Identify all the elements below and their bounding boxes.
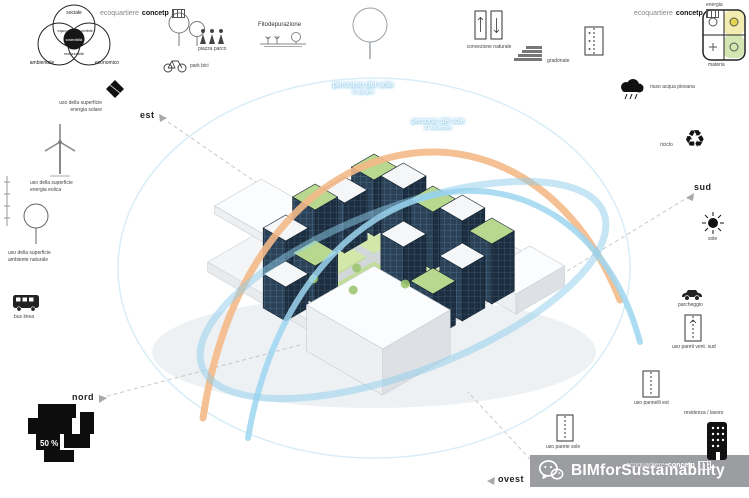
sustainability-venn-diagram: sociale equo vivibile sostenibilità real… xyxy=(30,4,119,66)
residence-tower-icon xyxy=(707,422,727,460)
sun-wall-label: uso parete sole xyxy=(546,444,581,450)
bus-label: bus linea xyxy=(14,314,35,320)
venn-center-disc xyxy=(63,28,85,50)
venn-label-realizzabile: realizzabile xyxy=(64,51,85,56)
bus-icon xyxy=(13,295,39,312)
sun-path-december-label: percorso del sole 21 dicembre xyxy=(398,118,478,131)
compass-ovest-arrow xyxy=(487,477,495,485)
rain-cloud-icon xyxy=(621,79,644,100)
venn-label-ambientale: ambientale xyxy=(30,60,55,66)
park-bici-label: park bici xyxy=(190,63,209,69)
tag-light-text: ecoquartiere xyxy=(634,10,673,17)
compass-sud-arrow xyxy=(686,193,694,201)
section-ruler-icon xyxy=(4,176,10,226)
venn-label-economico: economico xyxy=(95,60,119,66)
east-panels-label: uso pannelli est xyxy=(634,400,669,406)
residenza-lavoro-label: residenza / lavoro xyxy=(684,410,724,416)
sun-path-december-date: 21 dicembre xyxy=(424,125,452,131)
tag-box-icon xyxy=(697,461,711,470)
bicycle-icon xyxy=(163,60,187,73)
watermark-text: BIMforSustainability xyxy=(571,462,725,479)
building-cluster xyxy=(207,153,566,396)
piazza-parco-label: piazza parco xyxy=(198,46,227,52)
white-slab-building xyxy=(305,265,451,396)
gradonate-label: gradonate xyxy=(547,58,570,64)
large-tree-icon xyxy=(352,7,388,59)
energy-matrix-sub-label: materia xyxy=(708,62,725,68)
courtyard-tree xyxy=(348,285,358,295)
riciclo-label: riciclo xyxy=(660,142,673,148)
compass-nord-label: nord xyxy=(72,392,94,402)
wind-turbine-icon xyxy=(44,124,76,177)
venn-label-vivibile: vivibile xyxy=(81,28,94,33)
sun-path-june-arc xyxy=(199,148,624,422)
tag-box-icon xyxy=(705,9,719,18)
wetland-icon xyxy=(260,32,306,47)
compass-est-label: est xyxy=(140,110,155,120)
surface-label-line1: uso della superficie xyxy=(8,250,51,256)
courtyard-tree xyxy=(400,279,410,289)
sun-path-june-title: percorso del sole xyxy=(332,80,394,89)
sole-label: sole xyxy=(708,236,718,242)
energy-matrix-icon xyxy=(702,9,746,61)
sun-wall-icon xyxy=(556,414,574,442)
sun-path-arcs xyxy=(196,148,643,441)
recycle-icon: ♻ xyxy=(684,126,706,153)
folded-surface-icon xyxy=(106,80,124,98)
venn-label-sostenibilita: sostenibilità xyxy=(66,38,83,42)
solar-wall-icon xyxy=(584,26,604,56)
tree-circle-icon xyxy=(23,203,49,244)
compass-nord-arrow xyxy=(99,395,107,403)
sun-path-december-title: percorso del sole xyxy=(411,118,465,125)
axonometric-scene xyxy=(117,77,643,459)
tag-light-text: ecoquartiere xyxy=(626,462,665,469)
venn-label-equo: equo xyxy=(58,28,68,33)
surface-nature-label: uso della superficie ambiente naturale xyxy=(8,250,66,263)
sun-path-june-label: percorso del sole 21 giugno xyxy=(318,80,408,95)
facade-study-icon: 50 % xyxy=(28,404,94,462)
courtyard-tree xyxy=(352,263,362,273)
sun-path-june-date: 21 giugno xyxy=(352,89,374,95)
compass-sud-label: sud xyxy=(694,182,712,192)
ventilated-wall-icon xyxy=(684,314,702,342)
people-icon xyxy=(200,29,224,44)
compass-ovest-label: ovest xyxy=(498,474,525,484)
natural-convection-icon xyxy=(474,10,503,40)
fitodepurazione-label: Fitodepurazione xyxy=(258,22,302,28)
tag-bold-text: concetp xyxy=(141,10,169,17)
surface-solar-label: uso della superficie energia solare xyxy=(50,100,102,113)
orbit-ring xyxy=(196,177,610,403)
compass-est-arrow xyxy=(159,114,167,122)
surface-wind-line2: energia eolica xyxy=(30,186,62,193)
tag-light-text: ecoquartiere xyxy=(100,10,139,17)
ventilated-wall-label: uso pareti vent. sud xyxy=(672,344,716,350)
surface-label-line1: uso della superficie xyxy=(30,180,73,186)
convezione-naturale-label: convezione naturale xyxy=(466,44,512,50)
tag-bold-text: concetp xyxy=(667,462,695,469)
tag-bold-text: concetp xyxy=(675,10,703,17)
parcheggio-label: parcheggio xyxy=(678,302,703,308)
surface-wind-label: uso della superficie energia eolica xyxy=(30,180,86,193)
surface-solar-line2: energia solare xyxy=(70,106,102,113)
facade-percent-label: 50 % xyxy=(40,439,58,448)
watermark-bar: BIMforSustainability xyxy=(530,455,749,487)
surface-nature-line2: ambiente naturale xyxy=(8,256,49,263)
car-icon xyxy=(682,290,702,301)
east-panels-icon xyxy=(642,370,660,398)
terraces-icon xyxy=(514,46,542,61)
venn-label-sociale: sociale xyxy=(66,10,82,16)
sky-dome-outline xyxy=(117,77,631,459)
rainwater-reuse-label: riuso acqua piovana xyxy=(650,84,695,90)
wechat-icon xyxy=(538,460,564,480)
sun-icon xyxy=(702,212,724,234)
tag-box-icon xyxy=(171,9,185,18)
surface-label-line1: uso della superficie xyxy=(59,100,102,106)
energy-matrix-title: energia xyxy=(706,2,723,8)
